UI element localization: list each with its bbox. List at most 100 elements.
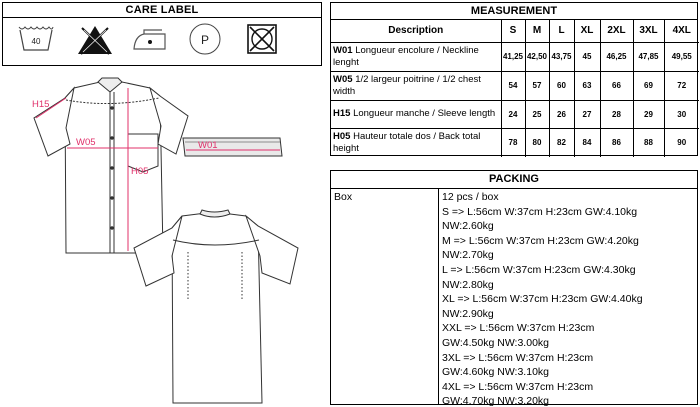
collar-band	[182, 137, 283, 157]
packing-line: GW:4.60kg NW:3.10kg	[442, 366, 549, 379]
measurement-markers	[35, 88, 158, 251]
shirt-back-left-sleeve	[133, 215, 183, 287]
row-desc-text: Longueur manche / Sleeve length	[353, 108, 496, 119]
table-cell: 30	[663, 99, 699, 129]
packing-line: 12 pcs / box	[442, 191, 499, 203]
packing-box-label: Box	[334, 191, 353, 203]
table-cell: 63	[573, 70, 601, 101]
table-cell: 27	[573, 99, 601, 129]
row-code: W05	[333, 73, 353, 85]
packing-line: GW:4.50kg NW:3.00kg	[442, 336, 549, 349]
dry-clean-letter: P	[201, 33, 209, 47]
header-size-4xl: 4XL	[663, 20, 699, 43]
packing-divider	[438, 189, 439, 404]
packing-line: NW:2.70kg	[442, 249, 494, 262]
packing-line: L => L:56cm W:37cm H:23cm GW:4.30kg	[442, 263, 636, 276]
table-cell: 78	[500, 127, 526, 157]
table-cell: 41,25	[500, 41, 526, 72]
shirt-front-left-sleeve	[33, 86, 75, 157]
header-size-xl: XL	[573, 20, 601, 43]
packing-line: NW:2.90kg	[442, 307, 494, 320]
header-size-m: M	[524, 20, 550, 43]
packing-line: XXL => L:56cm W:37cm H:23cm	[442, 322, 595, 335]
shirt-front-yoke-seam	[65, 97, 160, 105]
header-size-2xl: 2XL	[599, 20, 634, 43]
row-code: H15	[333, 108, 351, 119]
shirt-front-right-sleeve	[149, 86, 189, 155]
table-row: W05 1/2 largeur poitrine / 1/2 chest wid…	[331, 70, 699, 101]
row-desc-text: 1/2 largeur poitrine / 1/2 chest width	[333, 73, 481, 97]
row-description: H05 Hauteur totale dos / Back total heig…	[331, 127, 502, 157]
care-label-title: CARE LABEL	[3, 3, 321, 18]
table-cell: 69	[632, 70, 665, 101]
table-cell: 25	[524, 99, 550, 129]
row-code: W01	[333, 44, 353, 56]
table-cell: 46,25	[599, 41, 634, 72]
packing-lines: 12 pcs / box S => L:56cm W:37cm H:23cm G…	[442, 190, 694, 407]
table-cell: 86	[599, 127, 634, 157]
shirt-button	[110, 106, 114, 110]
table-cell: 24	[500, 99, 526, 129]
dry-clean-p-icon: P	[189, 23, 221, 55]
h15-measure-line	[35, 97, 67, 119]
packing-title: PACKING	[331, 171, 697, 189]
no-bleach-icon	[78, 26, 112, 55]
packing-line: M => L:56cm W:37cm H:23cm GW:4.20kg	[442, 234, 639, 247]
row-desc-text: Hauteur totale dos / Back total height	[333, 130, 481, 154]
table-cell: 57	[524, 70, 550, 101]
shirt-back-right-sleeve	[244, 214, 299, 285]
packing-line: NW:2.60kg	[442, 220, 494, 233]
row-code: H05	[333, 130, 351, 142]
row-desc-text: Longueur encolure / Neckline lenght	[333, 44, 479, 68]
packing-line: 4XL => L:56cm W:37cm H:23cm	[442, 380, 594, 393]
table-cell: 82	[548, 127, 575, 157]
packing-line: 3XL => L:56cm W:37cm H:23cm	[442, 351, 594, 364]
packing-body: Box 12 pcs / box S => L:56cm W:37cm H:23…	[331, 189, 697, 407]
measurement-title: MEASUREMENT	[331, 3, 697, 20]
packing-line: XL => L:56cm W:37cm H:23cm GW:4.40kg	[442, 293, 643, 306]
packing-panel: PACKING Box 12 pcs / box S => L:56cm W:3…	[330, 170, 698, 407]
shirt-front-drawing	[33, 77, 189, 254]
table-cell: 54	[500, 70, 526, 101]
iron-low-icon	[133, 29, 166, 50]
row-description: W05 1/2 largeur poitrine / 1/2 chest wid…	[331, 70, 502, 101]
row-description: H15 Longueur manche / Sleeve length	[331, 99, 502, 129]
shirt-button	[110, 166, 114, 170]
shirt-back-collar	[199, 209, 231, 218]
header-description: Description	[331, 20, 502, 43]
header-size-l: L	[548, 20, 575, 43]
header-size-3xl: 3XL	[632, 20, 665, 43]
wash-temp-label: 40	[32, 37, 41, 46]
table-cell: 29	[632, 99, 665, 129]
collar-band-drawing: W01	[182, 137, 283, 157]
shirt-back-yoke-seam	[172, 239, 260, 246]
table-row: W01 Longueur encolure / Neckline lenght …	[331, 41, 699, 72]
table-cell: 80	[524, 127, 550, 157]
row-description: W01 Longueur encolure / Neckline lenght	[331, 41, 502, 72]
table-cell: 45	[573, 41, 601, 72]
table-cell: 42,50	[524, 41, 550, 72]
packing-line: NW:2.80kg	[442, 278, 494, 291]
shirt-front-collar	[97, 77, 123, 93]
table-cell: 90	[663, 127, 699, 157]
table-cell: 28	[599, 99, 634, 129]
table-cell: 60	[548, 70, 575, 101]
measurement-panel: MEASUREMENT Description S M L XL 2XL 3XL…	[330, 2, 699, 157]
h15-label: H15	[32, 99, 49, 110]
table-cell: 47,85	[632, 41, 665, 72]
measurement-header-row: Description S M L XL 2XL 3XL 4XL	[331, 20, 699, 43]
table-cell: 49,55	[663, 41, 699, 72]
table-cell: 26	[548, 99, 575, 129]
table-cell: 88	[632, 127, 665, 157]
shirt-button	[110, 226, 114, 230]
packing-line: GW:4.70kg NW:3.20kg	[442, 395, 549, 407]
shirt-back-drawing	[133, 209, 299, 404]
table-cell: 66	[599, 70, 634, 101]
table-row: H05 Hauteur totale dos / Back total heig…	[331, 127, 699, 157]
wash-40-icon: 40	[18, 26, 54, 51]
no-tumble-dry-icon	[247, 24, 277, 54]
h05-label: H05	[131, 166, 148, 177]
w05-label: W05	[76, 137, 96, 148]
table-cell: 72	[663, 70, 699, 101]
header-size-s: S	[500, 20, 526, 43]
